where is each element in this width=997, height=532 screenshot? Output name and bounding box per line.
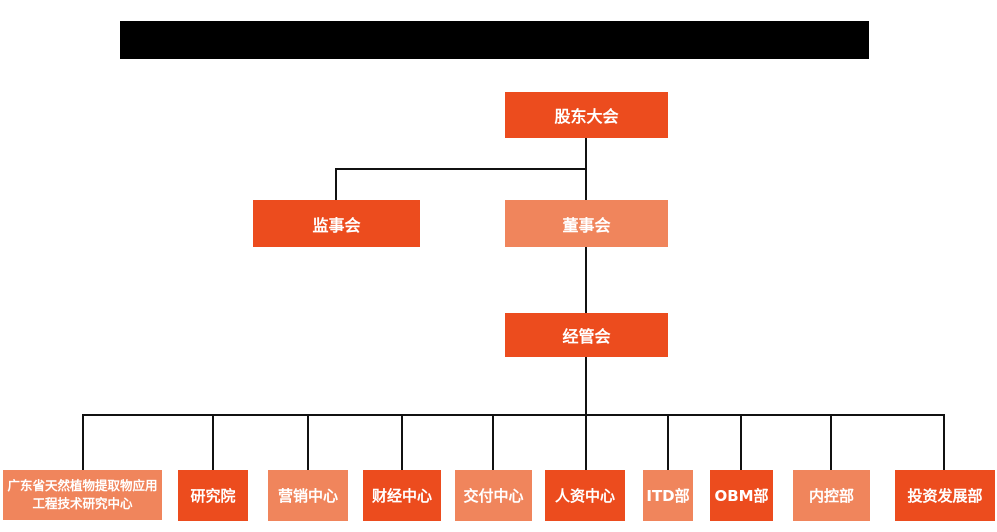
org-node-dept-delivery-center: 交付中心 bbox=[455, 470, 532, 521]
connector-board-to-management bbox=[585, 247, 587, 313]
connector-drop-obm bbox=[740, 414, 742, 470]
connector-drop-research-institute bbox=[212, 414, 214, 470]
connector-drop-guangdong-center bbox=[82, 414, 84, 470]
org-node-supervisory-board: 监事会 bbox=[253, 200, 420, 247]
org-node-management-committee: 经管会 bbox=[505, 313, 668, 357]
connector-drop-finance-center bbox=[401, 414, 403, 470]
org-node-dept-guangdong-research-center: 广东省天然植物提取物应用工程技术研究中心 bbox=[3, 470, 162, 520]
connector-management-to-bus bbox=[585, 357, 587, 470]
connector-to-supervisory bbox=[335, 168, 337, 200]
connector-drop-internal-control bbox=[830, 414, 832, 470]
org-node-dept-internal-control: 内控部 bbox=[793, 470, 870, 521]
org-node-dept-investment-development: 投资发展部 bbox=[895, 470, 995, 521]
connector-drop-investment-development bbox=[943, 414, 945, 470]
org-node-board-of-directors: 董事会 bbox=[505, 200, 668, 247]
org-node-dept-marketing-center: 营销中心 bbox=[268, 470, 348, 521]
org-node-dept-itd: ITD部 bbox=[643, 470, 693, 521]
connector-drop-marketing-center bbox=[307, 414, 309, 470]
org-node-dept-research-institute: 研究院 bbox=[178, 470, 248, 521]
org-node-dept-finance-center: 财经中心 bbox=[363, 470, 441, 521]
org-node-dept-hr-center: 人资中心 bbox=[545, 470, 625, 521]
department-bus-line bbox=[82, 414, 945, 416]
connector-drop-itd bbox=[667, 414, 669, 470]
redacted-title-bar bbox=[120, 21, 869, 59]
org-node-dept-obm: OBM部 bbox=[710, 470, 773, 521]
connector-branch-horizontal bbox=[335, 168, 587, 170]
org-node-shareholders-meeting: 股东大会 bbox=[505, 92, 668, 138]
connector-drop-delivery-center bbox=[492, 414, 494, 470]
